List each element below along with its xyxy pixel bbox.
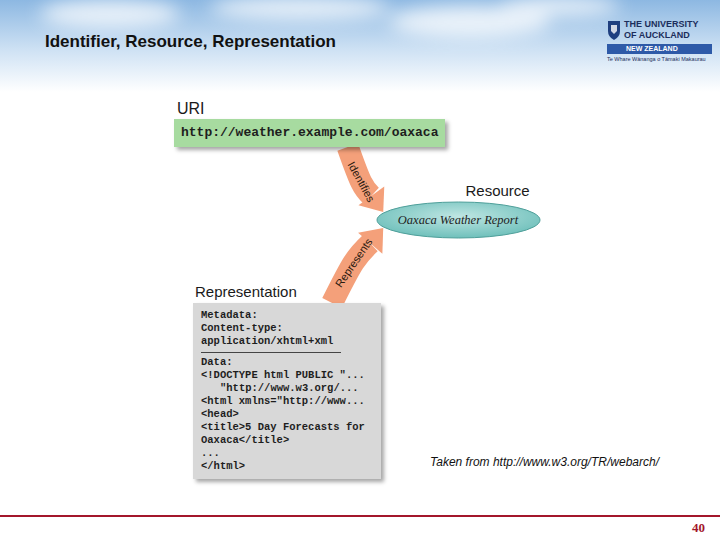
uri-box: URI http://weather.example.com/oaxaca xyxy=(174,99,445,147)
code-line: </html> xyxy=(201,460,373,473)
resource-ellipse: ResourceOaxaca Weather Report xyxy=(376,181,541,239)
logo-text: THE UNIVERSITY xyxy=(624,19,699,30)
slide-title: Identifier, Resource, Representation xyxy=(45,32,336,52)
code-line: <head> xyxy=(201,408,373,421)
code-line: ... xyxy=(201,447,373,460)
code-line: Content-type: application/xhtml+xml xyxy=(201,322,373,348)
source-caption: Taken from http://www.w3.org/TR/webarch/ xyxy=(430,455,659,470)
logo-motto: Te Whare Wānanga o Tāmaki Makaurau xyxy=(607,56,706,63)
uri-text: http://weather.example.com/oaxaca xyxy=(181,124,438,142)
logo-country: NEW ZEALAND xyxy=(626,45,678,53)
box-outline: http://weather.example.com/oaxaca xyxy=(174,119,445,147)
footer-rule xyxy=(0,515,720,517)
ellipse-outline: Oaxaca Weather Report xyxy=(376,201,541,239)
representation-box: RepresentationMetadata:Content-type: app… xyxy=(193,281,381,479)
node-heading: URI xyxy=(177,99,445,119)
box-outline: Metadata:Content-type: application/xhtml… xyxy=(193,303,381,479)
logo-text: OF AUCKLAND xyxy=(624,30,690,41)
page-number: 40 xyxy=(692,520,705,536)
block-arrow xyxy=(332,228,383,303)
code-line: <title>5 Day Forecasts for Oaxaca</title… xyxy=(201,421,373,447)
node-heading: Representation xyxy=(195,281,381,303)
code-line: Data: xyxy=(201,352,341,369)
code-line: "http://www.w3.org/... xyxy=(201,382,373,395)
code-line: <html xmlns="http://www... xyxy=(201,395,373,408)
code-line: Metadata: xyxy=(201,309,373,322)
resource-name: Oaxaca Weather Report xyxy=(398,201,518,239)
code-line: <!DOCTYPE html PUBLIC "... xyxy=(201,369,373,382)
node-heading: Resource xyxy=(466,181,541,201)
